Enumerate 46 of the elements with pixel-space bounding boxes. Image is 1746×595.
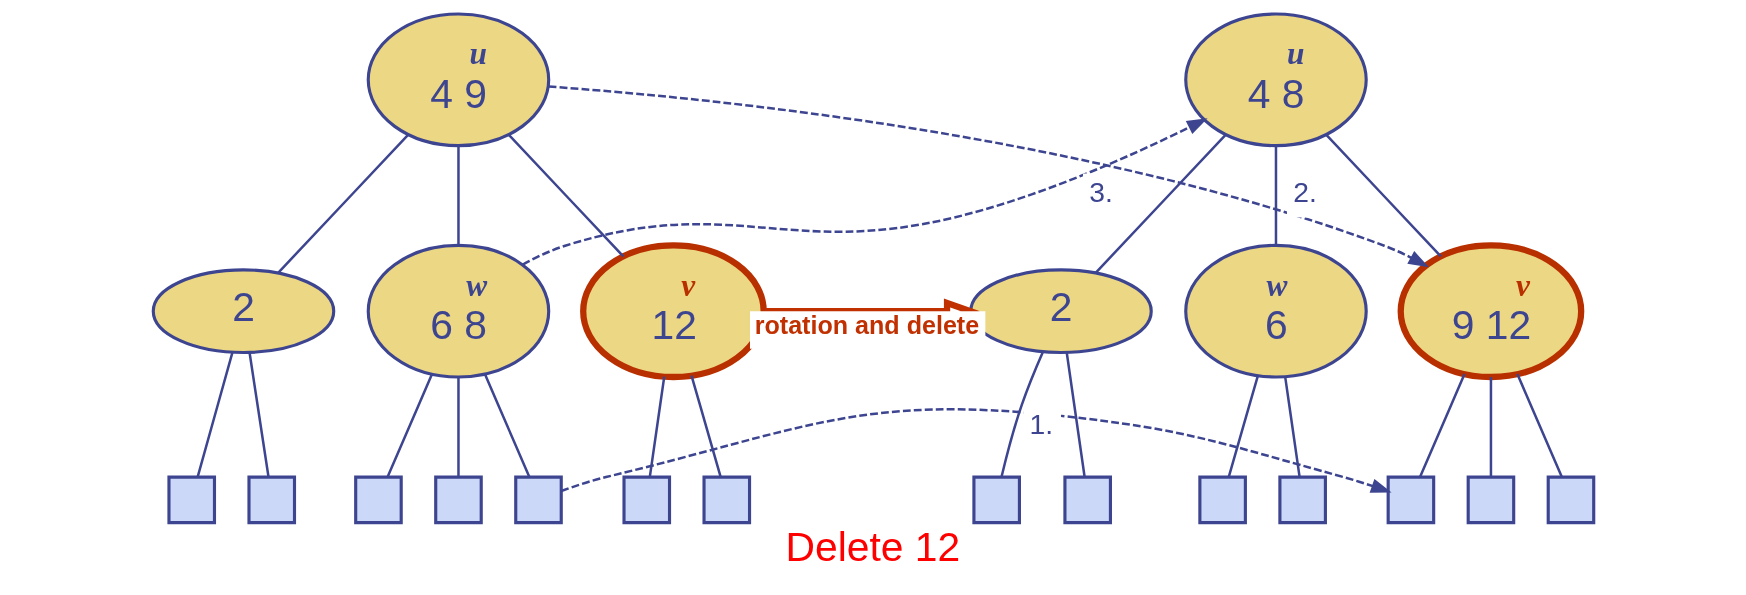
node-box — [246, 475, 296, 525]
connector — [386, 373, 433, 478]
node-box — [1466, 475, 1515, 525]
connector — [1283, 376, 1301, 478]
arrow — [548, 85, 1429, 268]
connector — [689, 375, 722, 478]
node-box — [166, 475, 216, 525]
connector — [1274, 145, 1277, 246]
connector — [456, 145, 460, 246]
node-ellipse: w 6 8 — [366, 243, 550, 379]
connector — [1489, 377, 1492, 477]
connector — [483, 373, 530, 478]
node-ellipse: u 4 9 — [366, 12, 550, 148]
node-box — [701, 475, 751, 525]
node-ellipse: v 9 12 — [1397, 242, 1584, 381]
connector — [648, 376, 665, 478]
node-box — [433, 475, 483, 525]
connector — [247, 352, 270, 478]
node-box — [1386, 475, 1435, 525]
connector — [276, 134, 409, 274]
connector — [456, 377, 460, 477]
connector — [1515, 373, 1563, 478]
connector — [195, 351, 234, 478]
caption: Delete 12 — [785, 524, 960, 571]
connector — [1065, 352, 1086, 478]
edge-label: 2. — [1292, 176, 1317, 209]
node-box — [1197, 475, 1247, 525]
node-box — [1546, 475, 1595, 525]
connector — [507, 134, 624, 258]
connector — [999, 351, 1044, 477]
connector — [1227, 375, 1259, 478]
connector — [1418, 373, 1466, 478]
connector — [1094, 134, 1226, 274]
node-box — [353, 475, 403, 525]
arrow — [521, 118, 1208, 266]
edge-label: 1. — [1029, 407, 1053, 440]
node-box — [513, 475, 563, 525]
node-box — [1062, 475, 1112, 525]
node-box — [621, 475, 671, 525]
arrow — [560, 408, 1392, 493]
edge-label: 3. — [1088, 176, 1113, 209]
connector — [1324, 134, 1442, 258]
node-box — [971, 475, 1021, 525]
node-box — [1277, 475, 1327, 525]
node-ellipse: 2 — [151, 268, 335, 355]
node-ellipse: w 6 — [1183, 243, 1368, 379]
